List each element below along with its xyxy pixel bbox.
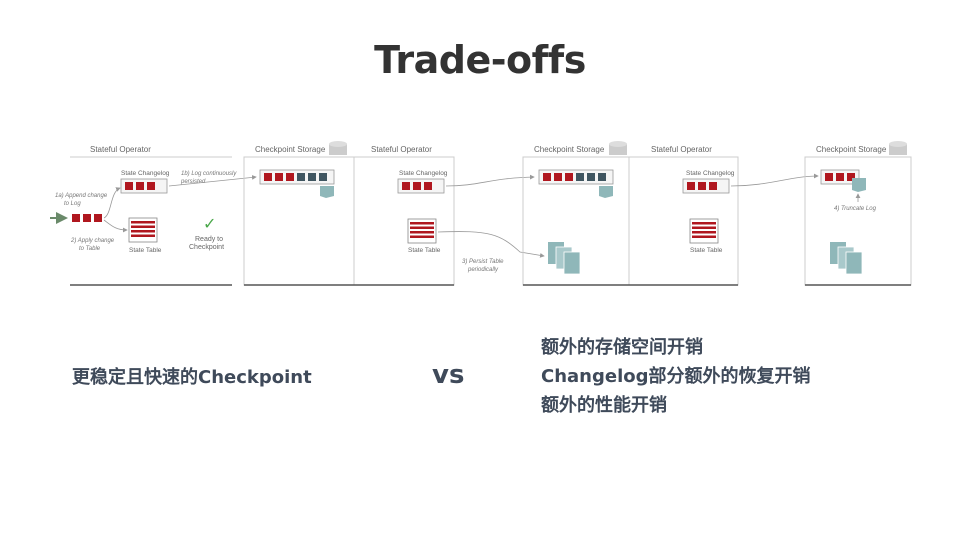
vs-label: vs [432, 360, 465, 390]
con-points: 额外的存储空间开销 Changelog部分额外的恢复开销 额外的性能开销 [541, 333, 811, 420]
svg-text:State Table: State Table [690, 247, 723, 254]
svg-text:2) Apply change: 2) Apply change [70, 238, 115, 244]
svg-text:State Table: State Table [408, 247, 441, 254]
panel1-table-label: State Table [129, 247, 162, 254]
svg-text:Checkpoint Storage: Checkpoint Storage [816, 145, 887, 154]
svg-text:Stateful Operator: Stateful Operator [371, 145, 432, 154]
con-point: 额外的存储空间开销 [541, 337, 703, 358]
panel-4: Checkpoint Storage 4) Truncate Log [804, 141, 912, 286]
step-1a-label-2: to Log [64, 201, 81, 207]
diagram-svg: Stateful Operator 1a) Append change to L… [50, 141, 912, 286]
panel1-operator-label: Stateful Operator [90, 145, 151, 154]
svg-text:1b) Log continuously: 1b) Log continuously [181, 171, 237, 177]
svg-text:Checkpoint Storage: Checkpoint Storage [534, 145, 605, 154]
con-point: 额外的性能开销 [541, 395, 667, 416]
changelog-diagram: Stateful Operator 1a) Append change to L… [0, 130, 960, 300]
svg-text:periodically: periodically [467, 267, 499, 273]
incoming-record [72, 214, 80, 222]
slide-title: Trade-offs [374, 38, 586, 82]
step-4-label: 4) Truncate Log [834, 206, 877, 212]
panel-1: Stateful Operator 1a) Append change to L… [50, 145, 257, 286]
svg-text:Stateful Operator: Stateful Operator [651, 145, 712, 154]
svg-text:Checkpoint: Checkpoint [189, 244, 224, 251]
con-point: Changelog部分额外的恢复开销 [541, 366, 811, 387]
pro-point: 更稳定且快速的Checkpoint [72, 367, 312, 388]
panel-3: Checkpoint Storage Stateful Operator Sta… [522, 141, 739, 286]
svg-text:to Table: to Table [79, 246, 101, 252]
svg-text:Ready to: Ready to [195, 236, 223, 243]
svg-text:State Changelog: State Changelog [399, 170, 448, 177]
check-icon: ✓ [203, 214, 216, 233]
svg-text:3) Persist Table: 3) Persist Table [462, 259, 504, 265]
incoming-record [94, 214, 102, 222]
svg-text:Checkpoint Storage: Checkpoint Storage [255, 145, 326, 154]
svg-text:State Changelog: State Changelog [686, 170, 735, 177]
panel1-changelog-label: State Changelog [121, 170, 170, 177]
svg-text:persisted: persisted [180, 179, 206, 185]
database-icon [329, 144, 347, 155]
step-1a-label: 1a) Append change [55, 193, 108, 199]
incoming-record [83, 214, 91, 222]
storage-file-icon [320, 186, 334, 198]
panel-2: Checkpoint Storage Stateful Operator Sta… [243, 141, 455, 286]
